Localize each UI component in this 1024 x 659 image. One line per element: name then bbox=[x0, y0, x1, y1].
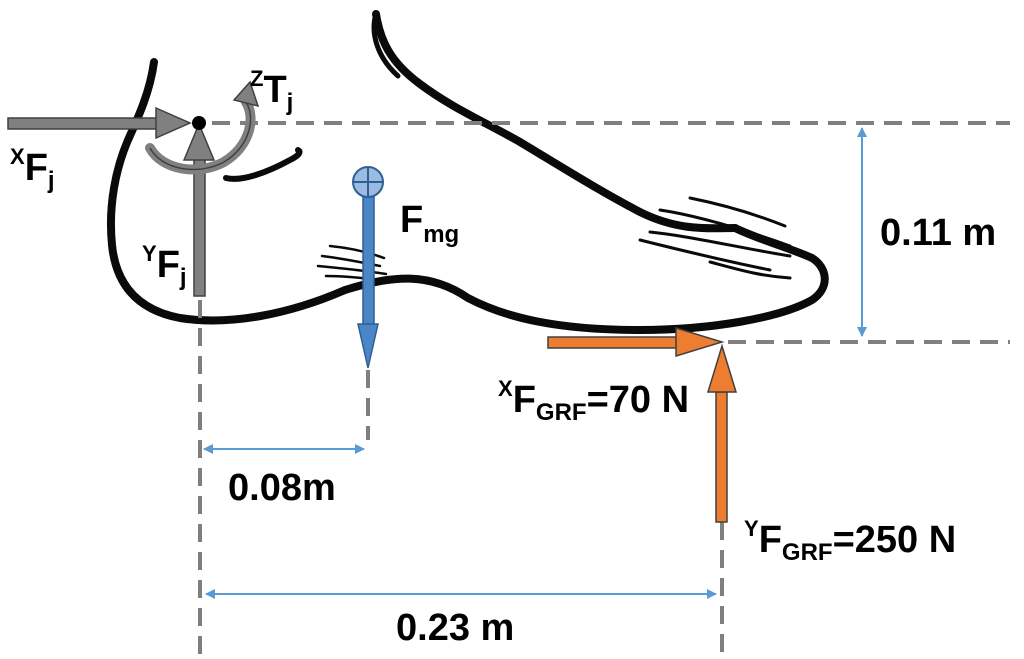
height-dimension-label: 0.11 m bbox=[880, 212, 996, 254]
grf-y-force-arrow bbox=[706, 343, 738, 523]
arch-hatching bbox=[316, 244, 394, 284]
foot-outline bbox=[106, 10, 829, 334]
xfj-label: XFj bbox=[10, 144, 55, 194]
ztj-label: ZTj bbox=[250, 66, 293, 116]
grf-x-force-arrow bbox=[547, 326, 725, 358]
joint-force-xfj-arrow bbox=[7, 106, 192, 140]
heel-outline bbox=[106, 58, 349, 325]
sole-outline bbox=[341, 224, 829, 334]
joint-force-yfj-arrow bbox=[182, 122, 216, 297]
ygrf-label: YFGRF=250 N bbox=[744, 516, 956, 566]
reference-lines bbox=[198, 121, 1010, 655]
shin-inner-outline bbox=[371, 11, 401, 79]
ankle-joint-icon bbox=[192, 116, 206, 130]
yfj-label: YFj bbox=[142, 241, 187, 291]
dimension-arrows bbox=[203, 127, 867, 599]
center-of-mass-icon bbox=[352, 166, 384, 198]
toe-lines bbox=[638, 196, 792, 280]
torque-arrow-icon bbox=[145, 80, 260, 175]
grf-distance-label: 0.23 m bbox=[396, 607, 514, 649]
ankle-bump-outline bbox=[223, 147, 303, 182]
fmg-label: Fmg bbox=[400, 199, 459, 248]
dorsum-outline bbox=[372, 10, 739, 233]
xgrf-label: XFGRF=70 N bbox=[498, 376, 689, 426]
com-distance-label: 0.08m bbox=[228, 467, 336, 509]
